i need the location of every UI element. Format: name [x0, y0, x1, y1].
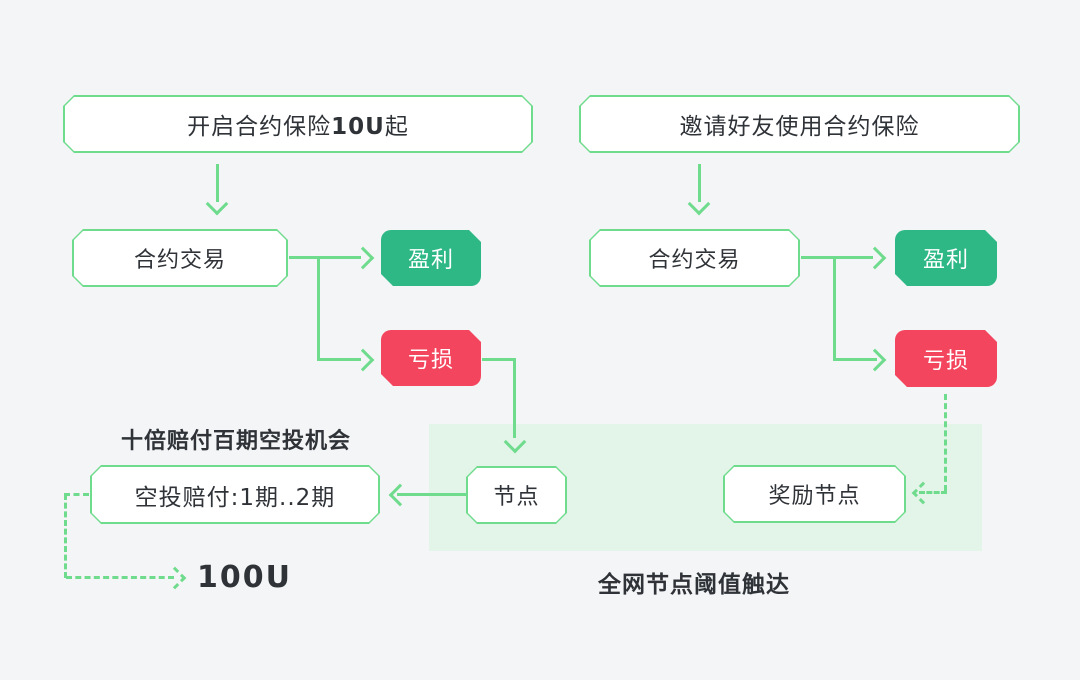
dashed-connector-to-reward	[919, 491, 947, 494]
connector-start-to-trade-left	[216, 164, 219, 202]
node-label: 合约交易	[648, 248, 741, 273]
connector-trade-to-loss-right	[833, 358, 877, 361]
connector-trade-to-profit-right	[801, 256, 873, 259]
node-label: 亏损	[922, 348, 969, 374]
node-profit-right: 盈利	[895, 230, 997, 286]
dashed-arrow-right-icon	[163, 566, 187, 590]
node-label: 亏损	[407, 348, 454, 373]
node-loss-left: 亏损	[381, 330, 481, 386]
node-contract-trade-left: 合约交易	[72, 229, 288, 287]
arrow-down-icon	[205, 192, 229, 216]
connector-node-to-airdrop	[397, 493, 467, 496]
arrow-right-icon	[351, 246, 375, 270]
dashed-connector-to-amount	[66, 576, 174, 579]
node-loss-right: 亏损	[895, 330, 997, 387]
network-threshold-label: 全网节点阈值触达	[598, 572, 790, 598]
node-start-insurance: 开启合约保险10U起	[63, 95, 533, 153]
connector-loss-to-node-v	[513, 358, 516, 438]
connector-invite-to-trade-right	[698, 164, 701, 202]
tenfold-airdrop-title: 十倍赔付百期空投机会	[120, 429, 351, 454]
node-node: 节点	[466, 466, 567, 524]
node-contract-trade-right: 合约交易	[589, 229, 800, 287]
payout-amount-label: 100U	[197, 560, 292, 595]
node-label: 节点	[493, 485, 540, 510]
node-label: 奖励节点	[768, 484, 861, 509]
label-amount: 10U	[331, 114, 385, 140]
connector-branch-left	[317, 256, 320, 361]
node-invite-friends: 邀请好友使用合约保险	[579, 95, 1020, 153]
node-label: 盈利	[922, 248, 969, 273]
label-prefix: 开启合约保险	[187, 114, 332, 140]
arrow-right-icon	[863, 246, 887, 270]
connector-trade-to-loss-left	[317, 358, 361, 361]
node-airdrop-payout: 空投赔付:1期..2期	[90, 465, 380, 524]
node-label: 邀请好友使用合约保险	[679, 114, 920, 140]
node-label: 开启合约保险10U起	[187, 107, 409, 141]
arrow-left-icon	[388, 483, 412, 507]
arrow-down-icon	[687, 192, 711, 216]
arrow-right-icon	[351, 348, 375, 372]
node-profit-left: 盈利	[381, 230, 481, 286]
node-label: 空投赔付:1期..2期	[134, 484, 336, 511]
dashed-connector-loss-down	[944, 394, 947, 491]
dashed-connector-down	[64, 494, 67, 578]
arrow-right-icon	[863, 348, 887, 372]
node-label: 合约交易	[133, 248, 226, 273]
connector-trade-to-profit-left	[289, 256, 361, 259]
connector-loss-to-node-h	[482, 358, 515, 361]
node-label: 盈利	[407, 248, 454, 273]
dashed-connector-airdrop-out	[64, 493, 89, 496]
label-suffix: 起	[384, 114, 409, 140]
connector-branch-right	[833, 256, 836, 361]
node-reward-node: 奖励节点	[723, 465, 906, 523]
